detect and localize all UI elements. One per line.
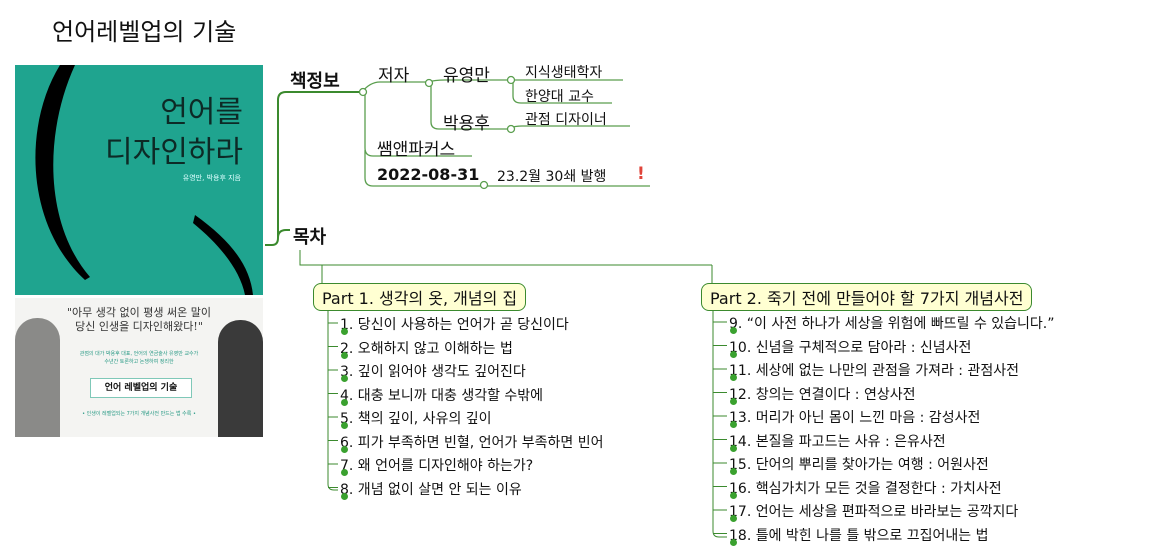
toc-item[interactable]: 10. 신념을 구체적으로 담아라 : 신념사전 [729,339,972,356]
toc-item[interactable]: 7. 왜 언어를 디자인해야 하는가? [340,458,534,474]
toc-item[interactable]: 9. “이 사전 하나가 세상을 위험에 빠뜨릴 수 있습니다.” [729,316,1055,332]
page-title: 언어레벨업의 기술 [52,18,237,46]
toc-item[interactable]: 1. 당신이 사용하는 언어가 곧 당신이다 [340,317,569,333]
expand-plus-icon[interactable] [730,515,737,522]
banner-footer: • 인생이 레벨업되는 7가지 개념사전 만드는 법 수록 • [82,411,196,417]
book-banner-image: "아무 생각 없이 평생 써온 말이 당신 인생을 디자인해왔다!" 관점의 대… [15,298,263,437]
cover-title-line2: 디자인하라 [105,135,243,170]
toc-item[interactable]: 17. 언어는 세상을 편파적으로 바라보는 공깍지다 [729,504,1019,520]
exclamation-icon: ! [637,164,645,184]
toc-item[interactable]: 4. 대충 보니까 대충 생각할 수밖에 [340,387,544,404]
node-part2[interactable]: Part 2. 죽기 전에 만들어야 할 7가지 개념사전 [701,283,1033,311]
toc-item[interactable]: 8. 개념 없이 살면 안 되는 이유 [340,481,522,498]
banner-quote-line2: 당신 인생을 디자인해왔다!" [75,320,203,333]
expand-plus-icon[interactable] [730,350,737,358]
book-cover-image: 언어를 디자인하라 유영만, 박용후 지음 [15,65,263,295]
toc-item[interactable]: 2. 오해하지 않고 이해하는 법 [340,340,513,357]
expand-plus-icon[interactable] [341,445,348,453]
banner-quote-line1: "아무 생각 없이 평생 써온 말이 [67,306,211,319]
expand-plus-icon[interactable] [730,444,737,452]
toc-item[interactable]: 13. 머리가 아닌 몸이 느낀 마음 : 감성사전 [729,410,981,426]
banner-book-title: 언어 레벨업의 기술 [90,378,192,398]
expand-plus-icon[interactable] [341,492,348,500]
toc-item[interactable]: 6. 피가 부족하면 빈혈, 언어가 부족하면 빈어 [340,434,604,451]
node-author1[interactable]: 유영만 [443,66,490,86]
expand-plus-icon[interactable] [341,469,348,476]
toc-item[interactable]: 16. 핵심가치가 모든 것을 결정한다 : 가치사전 [729,480,1002,497]
banner-desc-line2: 수년간 토론하고 논쟁하여 정리한 [104,359,174,365]
node-author1-detail[interactable]: 한양대 교수 [525,89,594,105]
expand-plus-icon[interactable] [730,468,737,475]
expand-plus-icon[interactable] [730,421,737,428]
cover-title-line1: 언어를 [160,95,243,130]
node-publisher[interactable]: 쌤앤파커스 [377,140,456,160]
toc-item[interactable]: 5. 책의 깊이, 사유의 깊이 [340,411,492,427]
expand-plus-icon[interactable] [341,398,348,406]
expand-plus-icon[interactable] [341,422,348,429]
toc-item[interactable]: 15. 단어의 뿌리를 찾아가는 여행 : 어원사전 [729,457,989,473]
toc-branch-line [277,229,290,239]
banner-desc-line1: 관점의 대가 박용후 대표, 언어의 연금술사 유영만 교수가 [79,351,199,357]
toc-item[interactable]: 11. 세상에 없는 나만의 관점을 가져라 : 관점사전 [729,363,1019,379]
toc-item[interactable]: 14. 본질을 파고드는 사유 : 은유사전 [729,433,946,450]
node-book-info[interactable]: 책정보 [290,71,340,92]
node-author2-detail[interactable]: 관점 디자이너 [525,112,607,128]
expand-plus-icon[interactable] [341,351,348,359]
author-photo-right [218,320,263,437]
expand-plus-icon[interactable] [730,538,737,546]
node-toc[interactable]: 목차 [293,227,327,248]
author-photo-left [15,318,60,437]
expand-plus-icon[interactable] [730,491,737,499]
expand-plus-icon[interactable] [730,397,737,405]
cover-authors: 유영만, 박용후 지음 [182,174,241,182]
node-author2[interactable]: 박용후 [443,114,490,134]
node-author-label[interactable]: 저자 [378,66,410,86]
toc-item[interactable]: 18. 틀에 박힌 나를 틀 밖으로 끄집어내는 법 [729,527,989,544]
node-author1-detail[interactable]: 지식생태학자 [525,65,603,81]
root-branch-line [265,91,362,246]
toc-item[interactable]: 3. 깊이 읽어야 생각도 깊어진다 [340,364,526,380]
expand-plus-icon[interactable] [730,374,737,381]
node-part1[interactable]: Part 1. 생각의 옷, 개념의 집 [313,283,527,311]
node-date-note[interactable]: 23.2월 30쇄 발행 [497,169,607,185]
node-date[interactable]: 2022-08-31 [377,165,480,184]
expand-plus-icon[interactable] [341,328,348,335]
toc-item[interactable]: 12. 창의는 연결이다 : 연상사전 [729,386,916,403]
expand-plus-icon[interactable] [730,327,737,334]
cover-bracket-graphic [35,65,253,295]
expand-plus-icon[interactable] [341,375,348,382]
